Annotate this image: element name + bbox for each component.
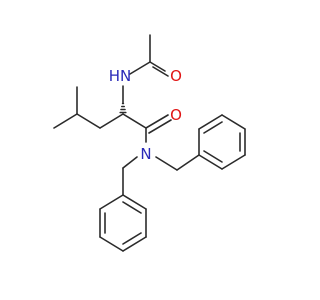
- phenyl-ring-bottom: [99, 194, 147, 252]
- atom-label-o-amide: O: [170, 106, 182, 124]
- bond: [99, 113, 124, 129]
- bond: [129, 61, 151, 75]
- backbone: [122, 85, 172, 143]
- n-substituents: [122, 154, 200, 196]
- bond: [53, 113, 78, 129]
- bond: [176, 154, 200, 171]
- bond: [76, 113, 101, 129]
- bond: [149, 61, 166, 72]
- atom-label-nh: HN: [109, 67, 132, 85]
- atom-label-n-amide: N: [140, 145, 151, 163]
- atom-label-o-acetyl: O: [170, 67, 182, 85]
- acetyl-group: [129, 34, 169, 77]
- isobutyl-chain: [53, 86, 124, 129]
- bond: [152, 66, 169, 77]
- stereo-wedge: [119, 102, 127, 114]
- bond: [155, 156, 178, 171]
- bond: [145, 114, 169, 129]
- bond: [122, 113, 147, 129]
- phenyl-ring-right: [198, 114, 246, 170]
- bond: [122, 156, 138, 169]
- bond: [148, 119, 172, 134]
- molecule-structure: HN O O N: [53, 34, 246, 252]
